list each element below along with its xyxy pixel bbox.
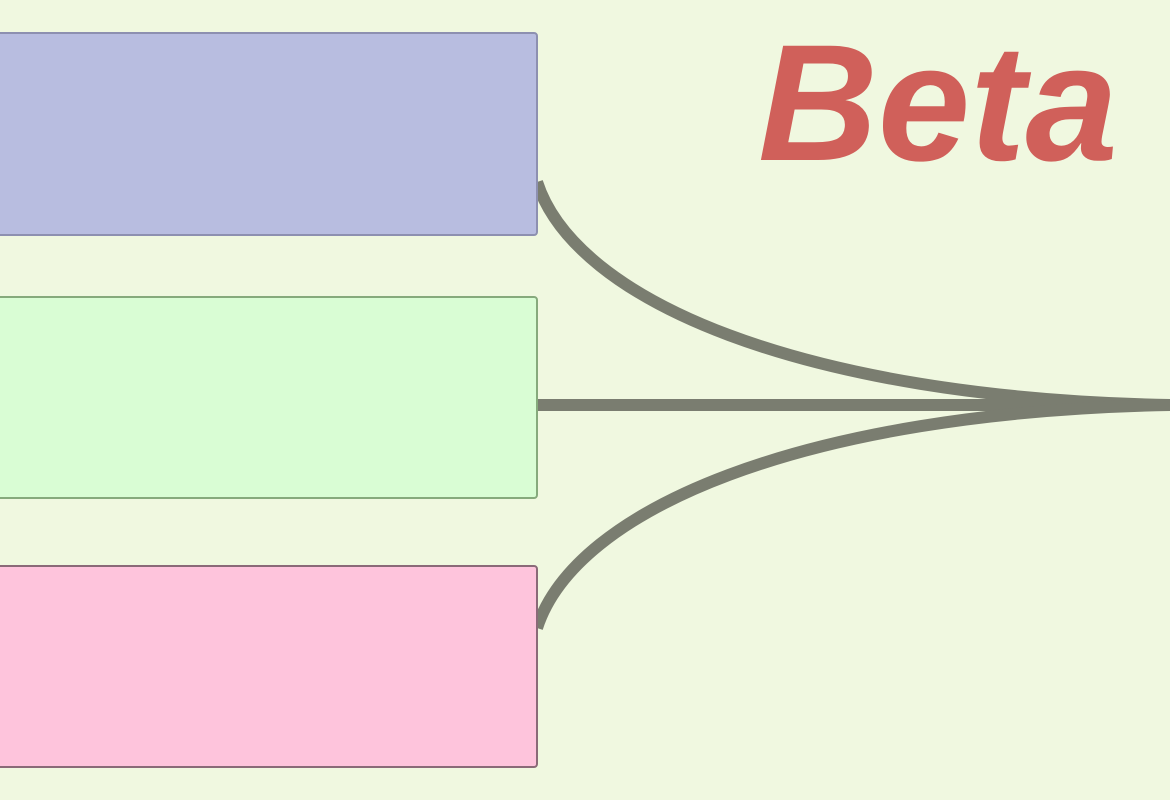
box-green[interactable] xyxy=(0,296,538,499)
connector-top xyxy=(531,180,1170,411)
beta-title: Beta xyxy=(758,11,1118,196)
box-blue[interactable] xyxy=(0,32,538,236)
connector-bottom xyxy=(531,399,1170,630)
box-pink[interactable] xyxy=(0,565,538,768)
